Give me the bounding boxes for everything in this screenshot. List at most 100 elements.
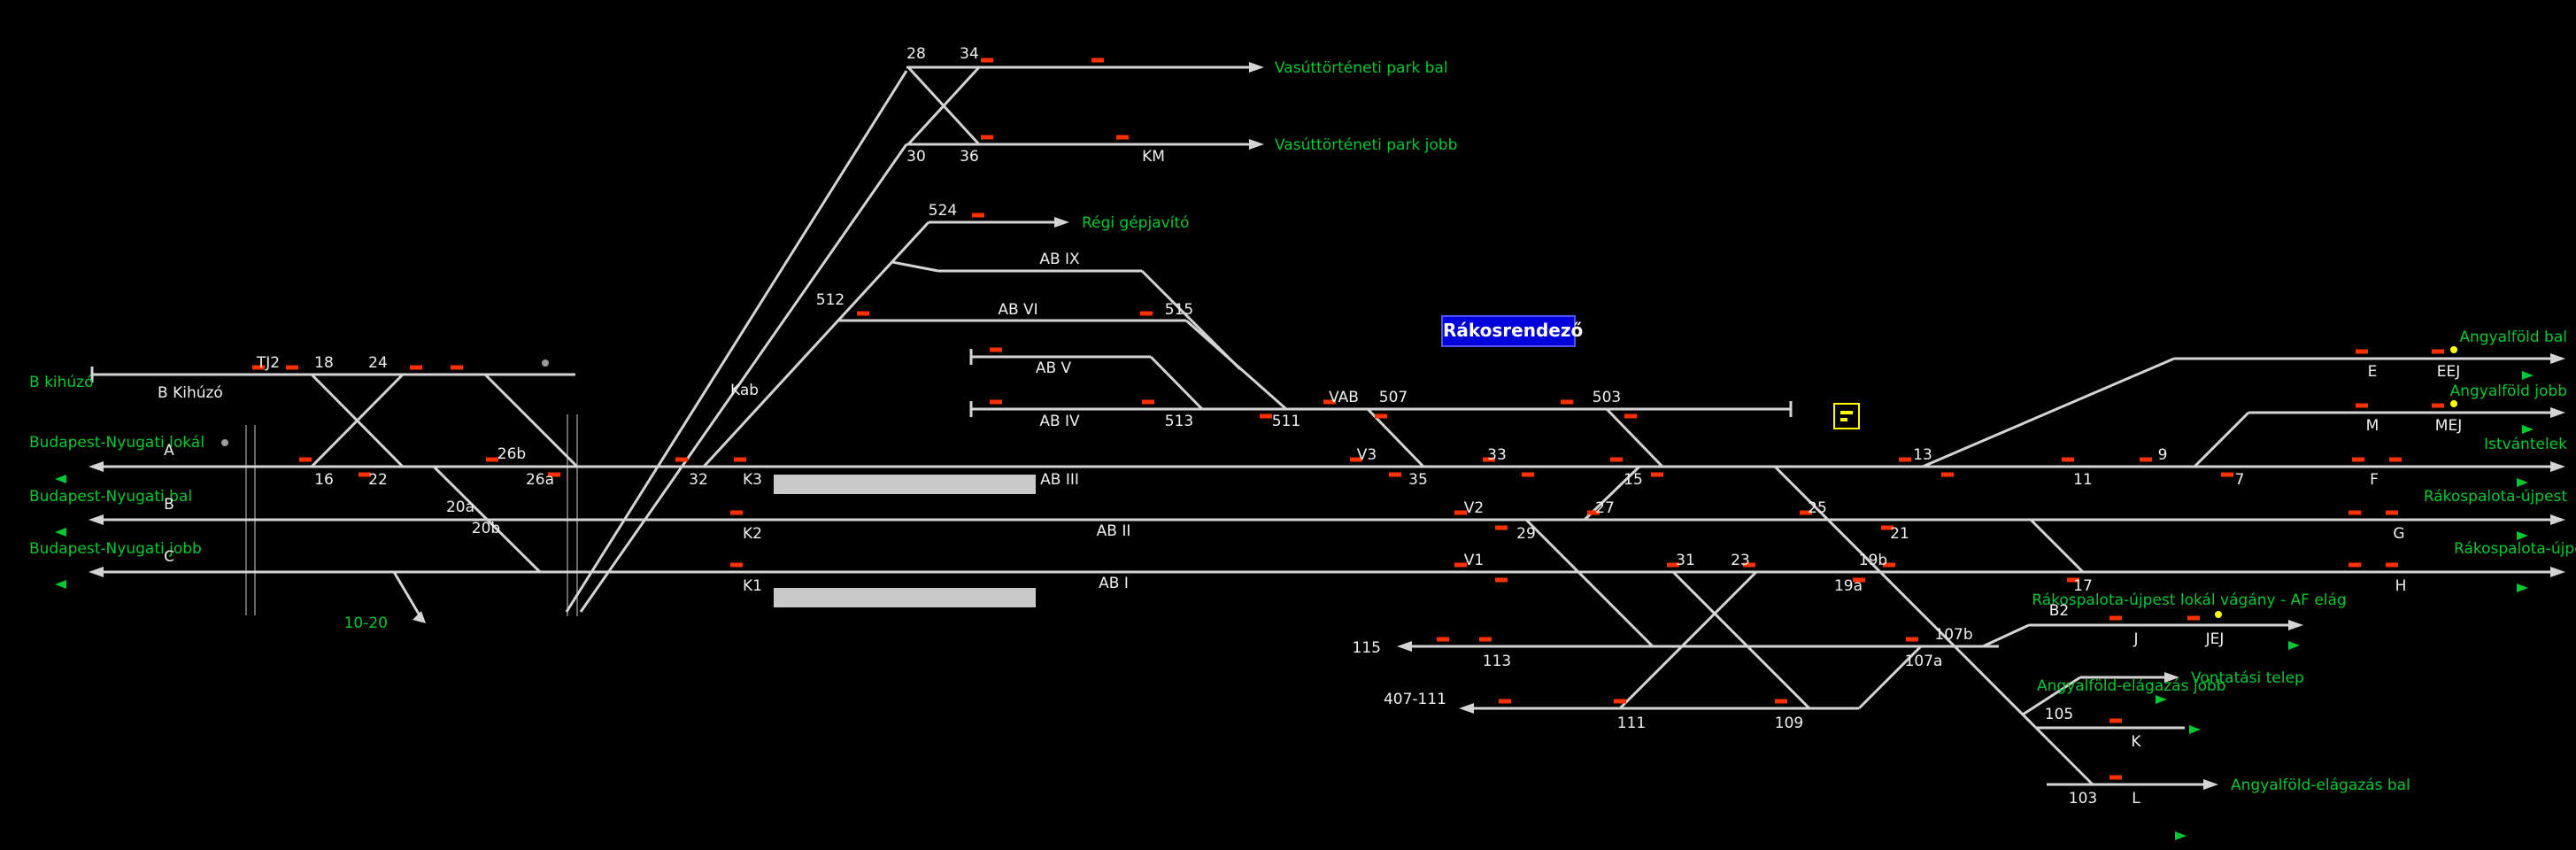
- track-111-107-link[interactable]: [1857, 645, 1923, 710]
- signal[interactable]: [299, 457, 312, 462]
- signal[interactable]: [2221, 472, 2233, 477]
- track-crossover-26[interactable]: [483, 373, 579, 468]
- signal[interactable]: [451, 365, 463, 370]
- track-107-j-link[interactable]: [1982, 623, 2030, 648]
- route-arrow[interactable]: [55, 580, 66, 589]
- track-513-link[interactable]: [1149, 355, 1204, 411]
- signal[interactable]: [1375, 413, 1387, 419]
- signal[interactable]: [1483, 457, 1495, 462]
- track-crossover-17[interactable]: [2029, 518, 2085, 574]
- signal[interactable]: [1561, 399, 1573, 405]
- signal[interactable]: [981, 58, 993, 63]
- signal[interactable]: [359, 472, 371, 477]
- track-turnout-503[interactable]: [1605, 407, 1664, 468]
- track-107-k-link[interactable]: [1953, 645, 2038, 730]
- signal[interactable]: [990, 399, 1002, 405]
- signal[interactable]: [730, 510, 743, 515]
- route-arrow[interactable]: [2175, 831, 2187, 840]
- signal[interactable]: [1454, 510, 1467, 515]
- signal[interactable]: [2062, 457, 2074, 462]
- signal[interactable]: [857, 311, 869, 316]
- route-arrow[interactable]: [55, 475, 66, 483]
- signal[interactable]: [1743, 562, 1755, 568]
- signal[interactable]: [1140, 311, 1153, 316]
- signal[interactable]: [2348, 510, 2361, 515]
- track-long-diagonal-25-19-107[interactable]: [1773, 465, 1956, 648]
- route-arrow[interactable]: [2189, 725, 2201, 734]
- signal[interactable]: [2432, 349, 2444, 354]
- signal[interactable]: [1495, 525, 1508, 530]
- track-turnout-9-m[interactable]: [2193, 411, 2250, 468]
- signal[interactable]: [675, 457, 688, 462]
- signal[interactable]: [2352, 457, 2364, 462]
- signal[interactable]: [2356, 349, 2368, 354]
- track-crossover-29[interactable]: [1524, 518, 1654, 648]
- signal[interactable]: [1775, 699, 1787, 704]
- signal[interactable]: [2348, 562, 2361, 568]
- route-arrow[interactable]: [55, 528, 66, 537]
- route-arrow[interactable]: [2288, 641, 2300, 650]
- signal[interactable]: [1941, 472, 1954, 477]
- track-ab-ix-left-link[interactable]: [891, 260, 939, 273]
- route-arrow[interactable]: [2517, 531, 2528, 540]
- signal[interactable]: [2187, 615, 2200, 621]
- panel-icon[interactable]: [1833, 403, 1860, 429]
- signal[interactable]: [548, 472, 560, 477]
- signal[interactable]: [2140, 457, 2152, 462]
- signal[interactable]: [1610, 457, 1623, 462]
- signal[interactable]: [1853, 577, 1865, 583]
- signal[interactable]: [1479, 637, 1492, 642]
- signal[interactable]: [1389, 472, 1401, 477]
- signal[interactable]: [1624, 413, 1637, 419]
- route-arrow[interactable]: [2156, 695, 2167, 704]
- signal[interactable]: [730, 562, 743, 568]
- signal[interactable]: [1116, 135, 1129, 140]
- signal[interactable]: [1260, 413, 1272, 419]
- track-turnout-13-e[interactable]: [1922, 357, 2175, 468]
- signal[interactable]: [1899, 457, 1911, 462]
- signal[interactable]: [1906, 637, 1918, 642]
- route-arrow[interactable]: [2522, 425, 2534, 434]
- signal[interactable]: [990, 347, 1002, 352]
- signal[interactable]: [1454, 562, 1467, 568]
- signal[interactable]: [1091, 58, 1104, 63]
- track-park-diagonal-1[interactable]: [565, 70, 908, 613]
- signal[interactable]: [2109, 615, 2122, 621]
- route-arrow[interactable]: [2522, 371, 2534, 380]
- track-10-20-stub[interactable]: [392, 571, 424, 621]
- track-af-jobb-link[interactable]: [2022, 676, 2081, 716]
- track-park-scissors-2[interactable]: [906, 66, 981, 146]
- route-arrow[interactable]: [2517, 583, 2528, 592]
- signal[interactable]: [1587, 510, 1600, 515]
- signal[interactable]: [972, 212, 984, 218]
- track-cross-31-109[interactable]: [1671, 570, 1811, 710]
- signal[interactable]: [1499, 699, 1511, 704]
- signal[interactable]: [1881, 525, 1893, 530]
- signal[interactable]: [1142, 399, 1154, 405]
- signal[interactable]: [1522, 472, 1534, 477]
- signal[interactable]: [486, 457, 498, 462]
- signal[interactable]: [734, 457, 746, 462]
- signal[interactable]: [286, 365, 298, 370]
- route-arrow[interactable]: [2517, 478, 2528, 487]
- track-k-l-link[interactable]: [2034, 726, 2094, 786]
- signal[interactable]: [2386, 562, 2398, 568]
- signal[interactable]: [1614, 699, 1626, 704]
- track-cross-23-111[interactable]: [1618, 570, 1758, 710]
- track-crossover-20[interactable]: [432, 465, 542, 574]
- signal[interactable]: [2109, 718, 2122, 723]
- track-park-diagonal-2[interactable]: [579, 143, 908, 613]
- track-turnout-507[interactable]: [1366, 407, 1425, 468]
- signal[interactable]: [981, 135, 993, 140]
- track-512-branch[interactable]: [702, 220, 930, 468]
- signal[interactable]: [1437, 637, 1449, 642]
- signal[interactable]: [2067, 577, 2079, 583]
- signal[interactable]: [2109, 775, 2122, 780]
- track-crossover-tj2-b[interactable]: [310, 373, 405, 468]
- track-515-511-link[interactable]: [1185, 319, 1287, 411]
- signal[interactable]: [1350, 457, 1362, 462]
- signal[interactable]: [252, 365, 265, 370]
- signal[interactable]: [1651, 472, 1663, 477]
- signal[interactable]: [1883, 562, 1895, 568]
- signal[interactable]: [2432, 403, 2444, 408]
